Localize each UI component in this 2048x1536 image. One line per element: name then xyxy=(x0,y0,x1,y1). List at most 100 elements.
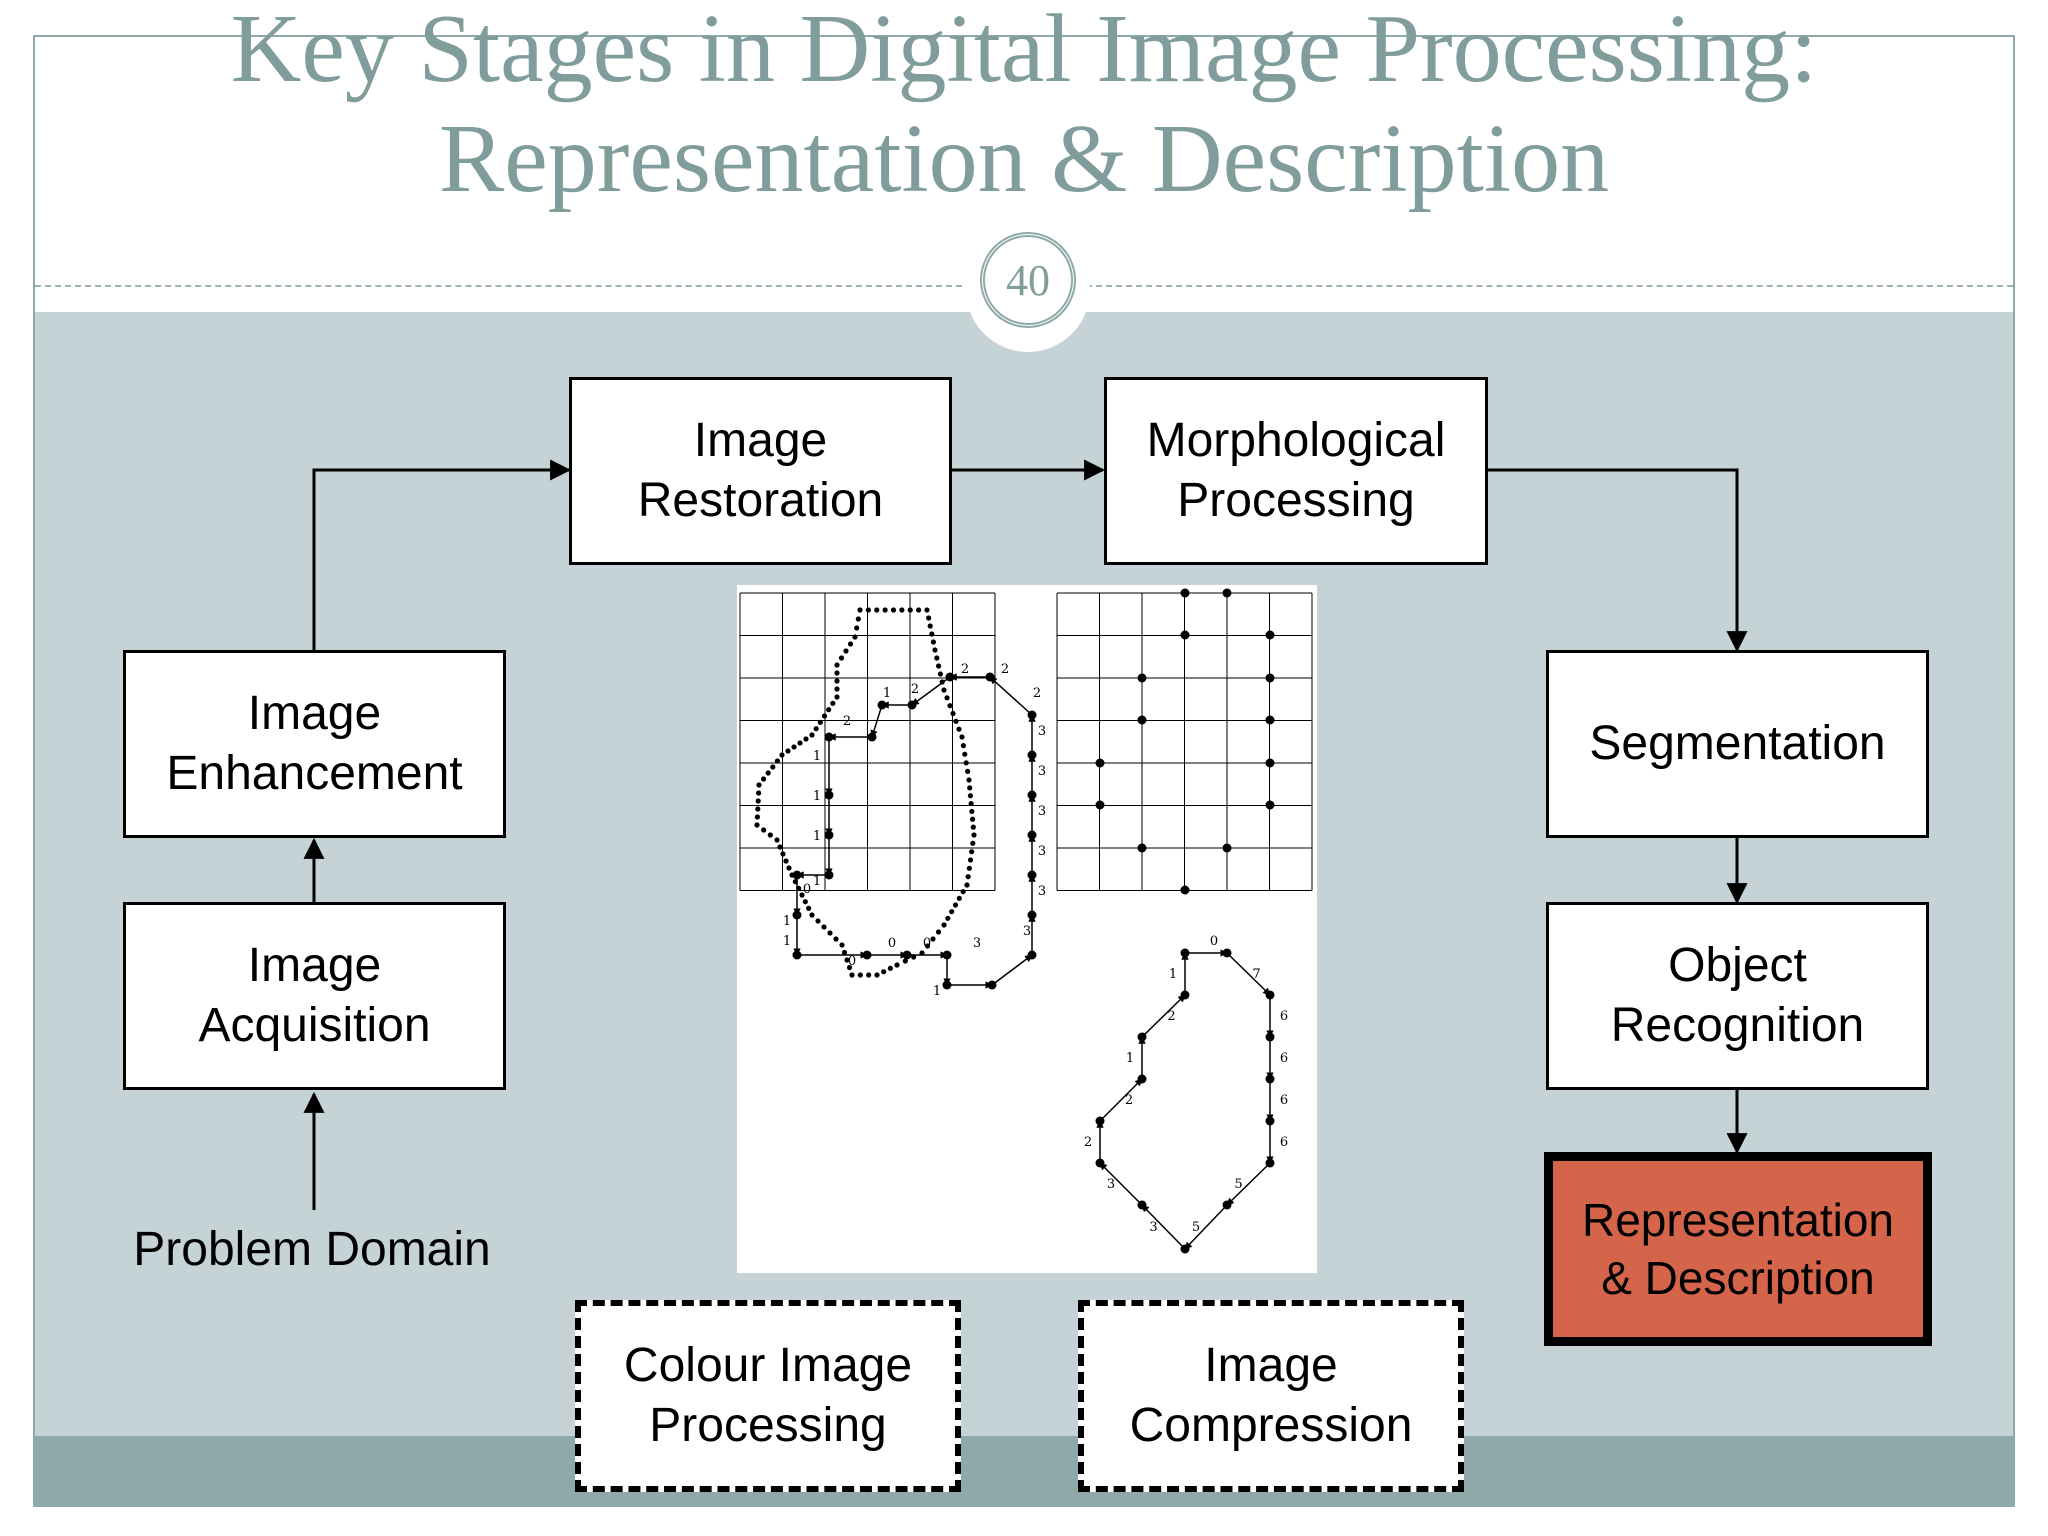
boundary-dot xyxy=(916,607,922,613)
four-dir-node xyxy=(1027,910,1037,920)
eight-dir-node xyxy=(1222,1200,1232,1210)
sample-dot xyxy=(1265,630,1275,640)
four-dir-label: 3 xyxy=(1038,804,1046,819)
boundary-dot xyxy=(803,736,809,742)
boundary-dot xyxy=(969,849,975,855)
sample-dot xyxy=(1265,715,1275,725)
boundary-dot xyxy=(770,764,776,770)
boundary-dot xyxy=(967,857,974,863)
stage-label: Image Enhancement xyxy=(166,687,463,800)
four-dir-node xyxy=(945,672,955,682)
boundary-dot xyxy=(967,793,974,799)
eight-dir-node xyxy=(1265,1158,1275,1168)
four-dir-label: 2 xyxy=(1033,686,1041,701)
four-dir-node xyxy=(1027,790,1037,800)
stage-label: Image Compression xyxy=(1129,1339,1413,1452)
boundary-dot xyxy=(755,806,761,812)
boundary-dot xyxy=(761,827,767,833)
eight-dir-label: 0 xyxy=(1210,934,1218,949)
sample-dot xyxy=(1265,673,1275,683)
boundary-dot xyxy=(817,719,823,725)
eight-dir-node xyxy=(1265,1032,1275,1042)
four-dir-label: 1 xyxy=(883,686,891,701)
sample-dot xyxy=(1222,843,1232,853)
boundary-dot xyxy=(774,758,780,764)
eight-dir-node xyxy=(1265,1116,1275,1126)
boundary-dot xyxy=(887,965,893,971)
boundary-dot xyxy=(899,607,905,613)
eight-dir-node xyxy=(1095,1116,1105,1126)
boundary-dot xyxy=(874,607,880,613)
stage-image-restoration: Image Restoration xyxy=(569,377,952,565)
boundary-dot xyxy=(947,703,953,709)
four-dir-label: 0 xyxy=(803,882,811,897)
four-dir-node xyxy=(877,700,887,710)
stage-image-acquisition: Image Acquisition xyxy=(123,902,506,1090)
four-dir-label: 2 xyxy=(843,714,851,729)
four-dir-node xyxy=(1027,870,1037,880)
boundary-dot xyxy=(797,740,803,746)
eight-dir-label: 2 xyxy=(1084,1135,1092,1150)
boundary-dot xyxy=(865,607,871,613)
boundary-dot xyxy=(791,744,797,750)
boundary-dot xyxy=(949,909,955,915)
eight-dir-arrow xyxy=(1141,994,1186,1038)
stage-label: Morphological Processing xyxy=(1146,414,1446,527)
title-line-2: Representation & Description xyxy=(438,105,1610,213)
eight-dir-label: 6 xyxy=(1280,1051,1288,1066)
boundary-dot xyxy=(945,915,951,921)
eight-dir-label: 2 xyxy=(1125,1093,1133,1108)
eight-dir-node xyxy=(1265,1074,1275,1084)
boundary-dot xyxy=(849,972,855,978)
boundary-dot xyxy=(960,743,966,749)
eight-dir-node xyxy=(1095,1158,1105,1168)
boundary-dot xyxy=(855,616,861,622)
eight-dir-label: 7 xyxy=(1252,967,1260,982)
boundary-dot xyxy=(815,918,821,924)
boundary-dot xyxy=(783,858,789,864)
boundary-dot xyxy=(907,607,913,613)
boundary-dot xyxy=(756,790,762,796)
boundary-dot xyxy=(777,844,783,850)
stage-label: Image Restoration xyxy=(637,414,884,527)
boundary-dot xyxy=(890,607,897,613)
eight-dir-label: 1 xyxy=(1126,1051,1134,1066)
boundary-dot xyxy=(813,726,819,732)
four-dir-node xyxy=(902,950,912,960)
boundary-dot xyxy=(960,889,966,895)
four-dir-node xyxy=(942,950,952,960)
eight-dir-node xyxy=(1137,1200,1147,1210)
four-dir-node xyxy=(867,732,877,742)
four-dir-label: 3 xyxy=(1038,884,1046,899)
stage-object-recognition: Object Recognition xyxy=(1546,902,1929,1090)
boundary-dot xyxy=(970,824,976,830)
boundary-dot xyxy=(780,851,786,857)
eight-dir-arrow xyxy=(1184,1204,1228,1250)
four-dir-label: 3 xyxy=(1023,924,1031,939)
four-dir-node xyxy=(987,980,997,990)
four-dir-node xyxy=(1027,750,1037,760)
eight-dir-node xyxy=(1137,1032,1147,1042)
eight-dir-label: 6 xyxy=(1280,1009,1288,1024)
eight-dir-label: 5 xyxy=(1234,1177,1242,1192)
boundary-dot xyxy=(799,892,805,898)
four-dir-label: 0 xyxy=(888,936,896,951)
boundary-dot xyxy=(937,671,943,677)
four-dir-arrow xyxy=(991,954,1033,986)
boundary-dot xyxy=(834,686,840,692)
boundary-dot xyxy=(971,832,977,838)
stage-label: Colour Image Processing xyxy=(623,1339,913,1452)
boundary-dot xyxy=(930,936,936,942)
stage-label: Object Recognition xyxy=(1610,939,1865,1052)
boundary-dot xyxy=(843,648,849,654)
boundary-dot xyxy=(964,882,970,888)
sample-dot xyxy=(1095,800,1105,810)
eight-dir-arrow xyxy=(1226,952,1271,996)
boundary-dot xyxy=(802,899,808,905)
boundary-dot xyxy=(809,732,815,738)
stage-colour-image-processing: Colour Image Processing xyxy=(575,1300,961,1492)
four-dir-node xyxy=(907,700,917,710)
arrow-morphological-to-segmentation xyxy=(1488,468,1748,653)
boundary-dot xyxy=(952,902,959,908)
page-number: 40 xyxy=(980,232,1076,328)
